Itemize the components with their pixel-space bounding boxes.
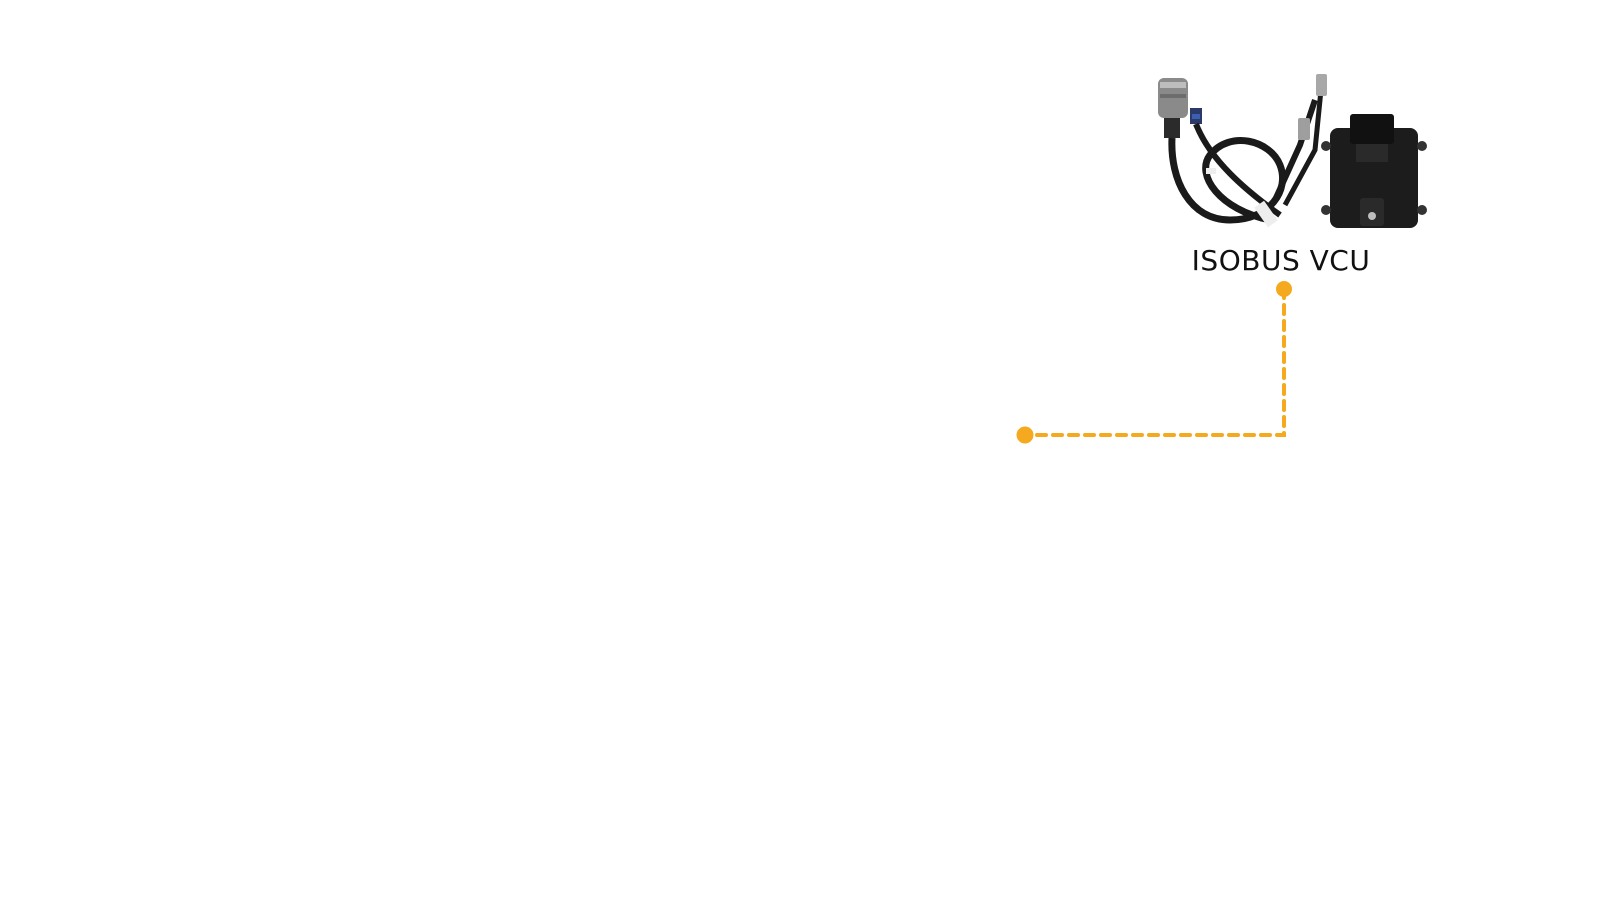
connector-endpoint-top (1276, 281, 1292, 297)
round-connector-icon (1158, 78, 1188, 138)
isobus-vcu-device-image (1158, 74, 1427, 228)
cable-loop (1168, 137, 1287, 224)
node-label: ISOBUS VCU (1191, 244, 1371, 277)
dashed-connector-path (1023, 287, 1286, 437)
controller-box-icon (1321, 114, 1427, 228)
small-connector-icon (1190, 108, 1202, 124)
connector-endpoint-left (1016, 426, 1034, 444)
